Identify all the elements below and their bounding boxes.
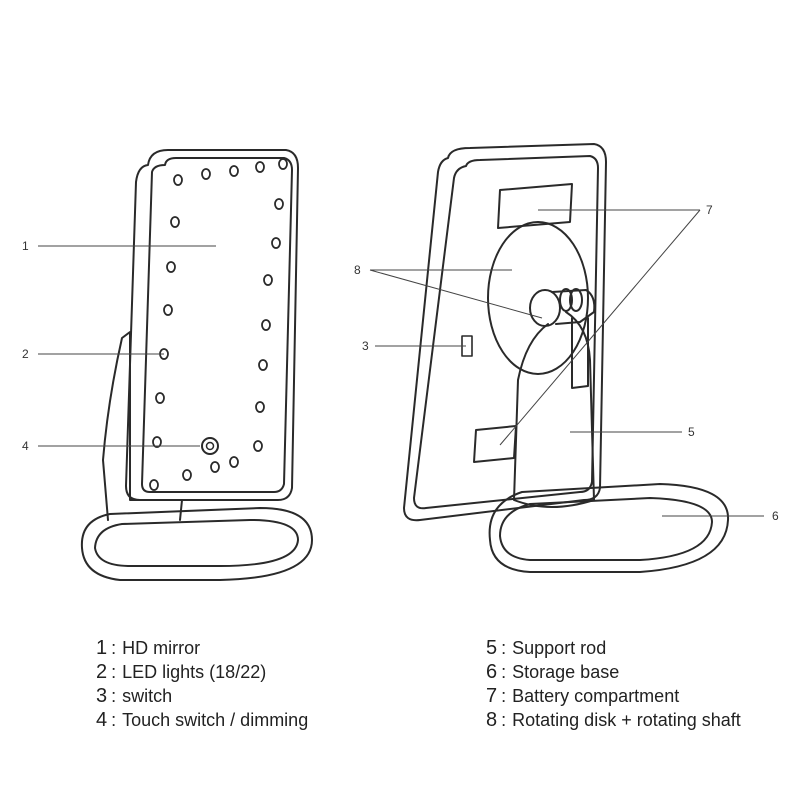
legend-item: 8:Rotating disk + rotating shaft xyxy=(486,708,741,732)
front-touch-switch xyxy=(201,437,219,455)
legend-text: LED lights (18/22) xyxy=(122,662,267,682)
legend-separator: : xyxy=(111,662,117,682)
front-mirror-frame xyxy=(125,149,299,501)
back-storage-base xyxy=(488,483,730,573)
front-led-lights xyxy=(149,158,288,491)
legend-item: 3:switch xyxy=(96,684,308,708)
front-base xyxy=(80,507,313,581)
legend-left: 1:HD mirror 2:LED lights (18/22) 3:switc… xyxy=(96,636,308,732)
callout-5: 5 xyxy=(688,425,695,439)
legend-item: 6:Storage base xyxy=(486,660,741,684)
legend-item: 4:Touch switch / dimming xyxy=(96,708,308,732)
legend-separator: : xyxy=(111,638,117,658)
legend-item: 7:Battery compartment xyxy=(486,684,741,708)
battery-compartment-bottom xyxy=(473,425,517,463)
front-view-mirror xyxy=(80,149,313,581)
legend-text: Battery compartment xyxy=(512,686,680,706)
callout-2: 2 xyxy=(22,347,29,361)
back-mirror-panel xyxy=(413,155,599,510)
legend-text: Storage base xyxy=(512,662,620,682)
legend-text: Touch switch / dimming xyxy=(122,710,309,730)
legend-right: 5:Support rod 6:Storage base 7:Battery c… xyxy=(486,636,741,732)
front-support-rod xyxy=(102,331,183,521)
callout-7: 7 xyxy=(706,203,713,217)
front-mirror-face xyxy=(141,157,293,493)
legend-text: Rotating disk + rotating shaft xyxy=(512,710,741,730)
rotating-disk xyxy=(487,221,589,375)
back-support-rod xyxy=(513,311,595,508)
callout-3: 3 xyxy=(362,339,369,353)
legend-text: switch xyxy=(122,686,173,706)
legend-text: Support rod xyxy=(512,638,607,658)
legend-number: 1 xyxy=(96,637,108,659)
legend-separator: : xyxy=(111,686,117,706)
legend-separator: : xyxy=(501,710,507,730)
legend-text: HD mirror xyxy=(122,638,201,658)
legend-number: 7 xyxy=(486,685,498,707)
callout-6: 6 xyxy=(772,509,779,523)
legend-item: 1:HD mirror xyxy=(96,636,308,660)
mirror-diagram: 1 2 4 8 3 7 5 6 xyxy=(22,143,779,581)
callout-4: 4 xyxy=(22,439,29,453)
legend-separator: : xyxy=(111,710,117,730)
legend-number: 3 xyxy=(96,685,108,707)
legend-number: 4 xyxy=(96,709,108,731)
legend-number: 2 xyxy=(96,661,108,683)
front-base-inner xyxy=(94,519,299,567)
legend-number: 8 xyxy=(486,709,498,731)
legend-item: 5:Support rod xyxy=(486,636,741,660)
legend-number: 5 xyxy=(486,637,498,659)
callout-8: 8 xyxy=(354,263,361,277)
rotating-shaft xyxy=(529,288,596,389)
legend-separator: : xyxy=(501,662,507,682)
legend-separator: : xyxy=(501,638,507,658)
back-mirror-frame xyxy=(403,143,607,522)
legend-number: 6 xyxy=(486,661,498,683)
back-view-mirror xyxy=(403,143,730,573)
legend-separator: : xyxy=(501,686,507,706)
callout-1: 1 xyxy=(22,239,29,253)
battery-compartment-top xyxy=(497,183,573,229)
legend-item: 2:LED lights (18/22) xyxy=(96,660,308,684)
